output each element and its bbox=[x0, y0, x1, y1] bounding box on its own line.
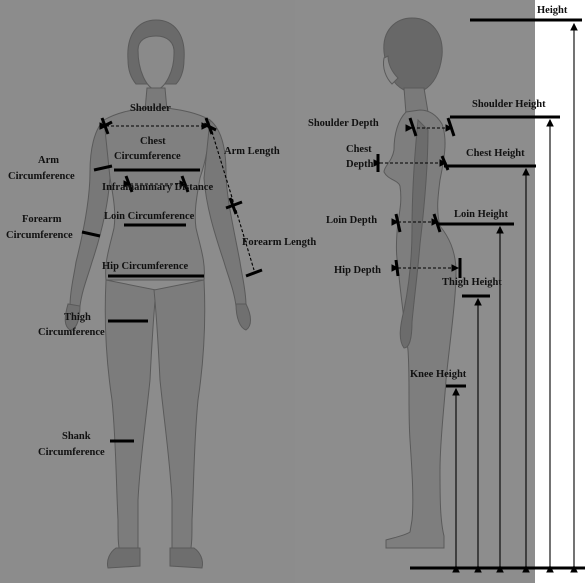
chest-circumference-label-2: Circumference bbox=[114, 151, 181, 162]
hip-circumference-label: Hip Circumference bbox=[102, 261, 189, 272]
chest-depth-label: Chest bbox=[346, 144, 372, 155]
shank-circumference-label-2: Circumference bbox=[38, 447, 105, 458]
inframammary-distance-label: Inframammary Distance bbox=[102, 182, 213, 193]
shoulder-height-label: Shoulder Height bbox=[472, 99, 546, 110]
hip-depth-label: Hip Depth bbox=[334, 265, 381, 276]
loin-depth-label: Loin Depth bbox=[326, 215, 377, 226]
height-label: Height bbox=[537, 5, 568, 16]
arm-circumference-label: Arm bbox=[38, 155, 59, 166]
arm-length-label: Arm Length bbox=[224, 146, 280, 157]
arm-circumference-label-2: Circumference bbox=[8, 171, 75, 182]
thigh-circumference-label-2: Circumference bbox=[38, 327, 105, 338]
thigh-height-label: Thigh Height bbox=[442, 277, 502, 288]
shoulder-label: Shoulder bbox=[130, 103, 171, 114]
thigh-circumference-label: Thigh bbox=[64, 312, 91, 323]
shank-circumference-label: Shank bbox=[62, 431, 91, 442]
loin-circumference-label: Loin Circumference bbox=[104, 211, 195, 222]
chest-circumference-label: Chest bbox=[140, 136, 166, 147]
chest-height-label: Chest Height bbox=[466, 148, 525, 159]
knee-height-label: Knee Height bbox=[410, 369, 467, 380]
forearm-circumference-label: Forearm bbox=[22, 214, 62, 225]
shoulder-depth-label: Shoulder Depth bbox=[308, 118, 379, 129]
forearm-length-label: Forearm Length bbox=[242, 237, 316, 248]
chest-depth-label-2: Depth bbox=[346, 159, 374, 170]
forearm-circumference-label-2: Circumference bbox=[6, 230, 73, 241]
loin-height-label: Loin Height bbox=[454, 209, 508, 220]
